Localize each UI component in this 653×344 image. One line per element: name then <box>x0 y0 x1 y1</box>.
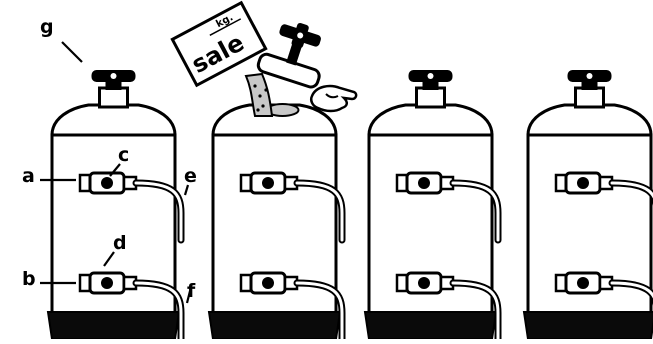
label-f: f <box>187 280 196 302</box>
label-c: c <box>118 144 130 166</box>
softener-unit <box>207 103 346 343</box>
salt-pour-icon <box>244 72 274 117</box>
tank-base <box>363 311 498 340</box>
label-g: g <box>40 16 54 38</box>
label-e: e <box>184 165 197 187</box>
hand-icon <box>310 84 358 113</box>
tank-dome <box>211 103 338 137</box>
salt-box-icon: kg. sale <box>170 0 268 88</box>
softener-unit <box>522 70 653 340</box>
tank-dome <box>50 103 177 137</box>
head-fitting <box>574 86 605 109</box>
label-a: a <box>22 165 35 187</box>
head-fitting <box>415 86 446 109</box>
removed-cap-icon <box>256 22 321 89</box>
leader-lines <box>40 41 192 304</box>
tank-dome <box>367 103 494 137</box>
label-d: d <box>113 232 127 254</box>
tank-base <box>207 311 342 340</box>
tank-base <box>46 311 181 340</box>
tank-base <box>522 311 653 340</box>
softener-unit <box>363 70 502 343</box>
tank-dome <box>526 103 653 137</box>
label-b: b <box>22 268 36 290</box>
head-fitting <box>98 86 129 109</box>
softener-unit <box>46 70 185 343</box>
